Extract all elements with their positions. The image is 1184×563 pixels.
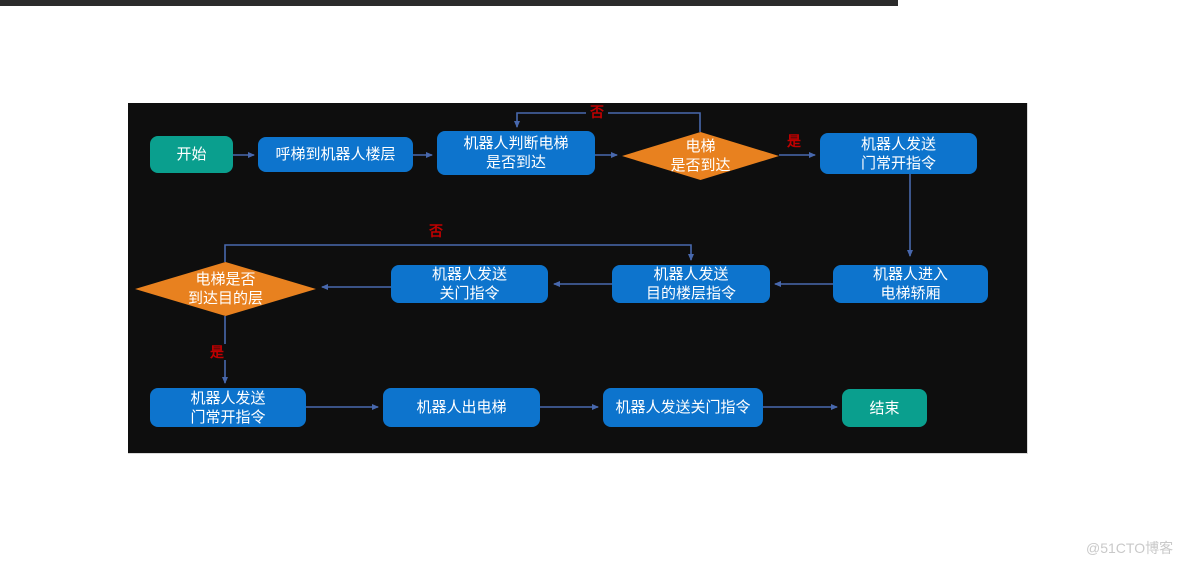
branch-label-yes-1: 是 <box>783 133 805 149</box>
node-judge-elevator-arrival: 机器人判断电梯 是否到达 <box>437 131 595 175</box>
node-send-destination-floor: 机器人发送 目的楼层指令 <box>612 265 770 303</box>
node-exit-elevator: 机器人出电梯 <box>383 388 540 427</box>
top-divider-bar <box>0 0 898 6</box>
branch-label-no-1: 否 <box>586 104 608 120</box>
node-send-door-close-1: 机器人发送 关门指令 <box>391 265 548 303</box>
node-call-elevator: 呼梯到机器人楼层 <box>258 137 413 172</box>
node-end: 结束 <box>842 389 927 427</box>
node-send-door-open-1: 机器人发送 门常开指令 <box>820 133 977 174</box>
flow-arrows <box>222 112 913 410</box>
node-send-door-close-2: 机器人发送关门指令 <box>603 388 763 427</box>
branch-label-no-2: 否 <box>425 223 447 239</box>
node-start: 开始 <box>150 136 233 173</box>
node-enter-elevator-car: 机器人进入 电梯轿厢 <box>833 265 988 303</box>
branch-label-yes-2: 是 <box>206 344 228 360</box>
flowchart-panel: 开始 呼梯到机器人楼层 机器人判断电梯 是否到达 电梯 是否到达 机器人发送 门… <box>128 103 1028 454</box>
watermark: @51CTO博客 <box>1086 540 1174 556</box>
node-send-door-open-2: 机器人发送 门常开指令 <box>150 388 306 427</box>
